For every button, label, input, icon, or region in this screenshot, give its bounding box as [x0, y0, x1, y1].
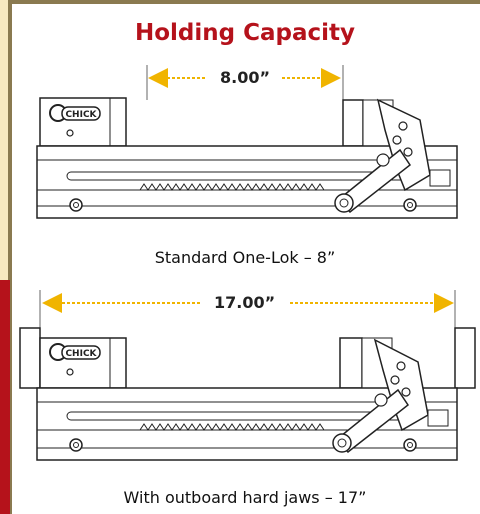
frame-left-stripe: [0, 0, 10, 280]
caption-standard: Standard One-Lok – 8”: [154, 248, 336, 267]
dimension-8: [146, 65, 344, 100]
dimension-17: [39, 290, 456, 330]
chick-logo: CHICK: [49, 343, 101, 376]
vise-standard: CHICK: [36, 65, 458, 219]
frame-accent-stripe: [0, 280, 10, 514]
vise-outboard: CHICK: [19, 290, 476, 461]
frame-top-border: [0, 0, 480, 2]
caption-outboard: With outboard hard jaws – 17”: [123, 488, 367, 507]
logo-text: CHICK: [65, 349, 97, 359]
figure-title: Holding Capacity: [134, 20, 356, 46]
dimension-label-17: 17.00”: [212, 293, 278, 312]
chick-logo: CHICK: [49, 104, 101, 137]
dimension-label-8: 8.00”: [218, 68, 272, 87]
logo-text: CHICK: [65, 110, 97, 120]
